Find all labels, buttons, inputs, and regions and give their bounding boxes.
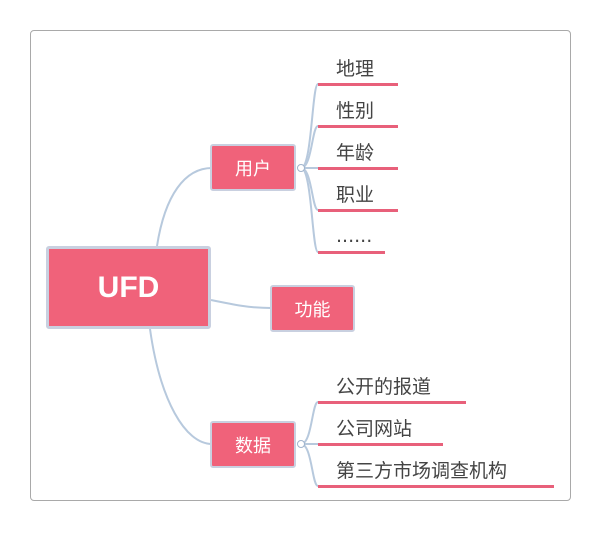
leaf-node-label: 第三方市场调查机构 <box>336 460 508 482</box>
leaf-node-user-0[interactable]: 地理 <box>318 52 398 86</box>
leaf-node-label: 地理 <box>336 58 375 80</box>
collapse-toggle-data[interactable] <box>297 440 305 448</box>
leaf-node-data-2[interactable]: 第三方市场调查机构 <box>318 454 554 488</box>
branch-node-label: 用户 <box>235 158 271 180</box>
link-root-data <box>149 328 213 445</box>
link-data-leaf-2 <box>300 443 319 487</box>
leaf-node-user-1[interactable]: 性别 <box>318 94 398 128</box>
leaf-node-data-1[interactable]: 公司网站 <box>318 412 443 446</box>
branch-node-label: 数据 <box>235 435 271 457</box>
branch-node-label: 功能 <box>294 299 331 321</box>
leaf-node-user-2[interactable]: 年龄 <box>318 136 398 170</box>
root-node-label: UFD <box>97 270 160 304</box>
branch-node-user[interactable]: 用户 <box>210 144 296 191</box>
link-root-func <box>210 299 272 309</box>
leaf-node-label: 职业 <box>336 184 375 206</box>
branch-node-data[interactable]: 数据 <box>210 421 296 468</box>
root-node[interactable]: UFD <box>46 246 211 329</box>
leaf-node-label: 公司网站 <box>336 418 413 440</box>
leaf-node-user-3[interactable]: 职业 <box>318 178 398 212</box>
branch-node-func[interactable]: 功能 <box>270 285 355 332</box>
leaf-node-label: 性别 <box>336 100 375 122</box>
link-root-user <box>156 167 213 247</box>
leaf-node-user-4[interactable]: ...... <box>318 220 385 254</box>
leaf-node-label: 公开的报道 <box>336 376 432 398</box>
leaf-node-data-0[interactable]: 公开的报道 <box>318 370 466 404</box>
collapse-toggle-user[interactable] <box>297 164 305 172</box>
leaf-node-label: 年龄 <box>336 142 375 164</box>
link-user-leaf-4 <box>300 167 319 253</box>
link-data-leaf-0 <box>300 401 319 445</box>
leaf-node-label: ...... <box>336 224 373 247</box>
